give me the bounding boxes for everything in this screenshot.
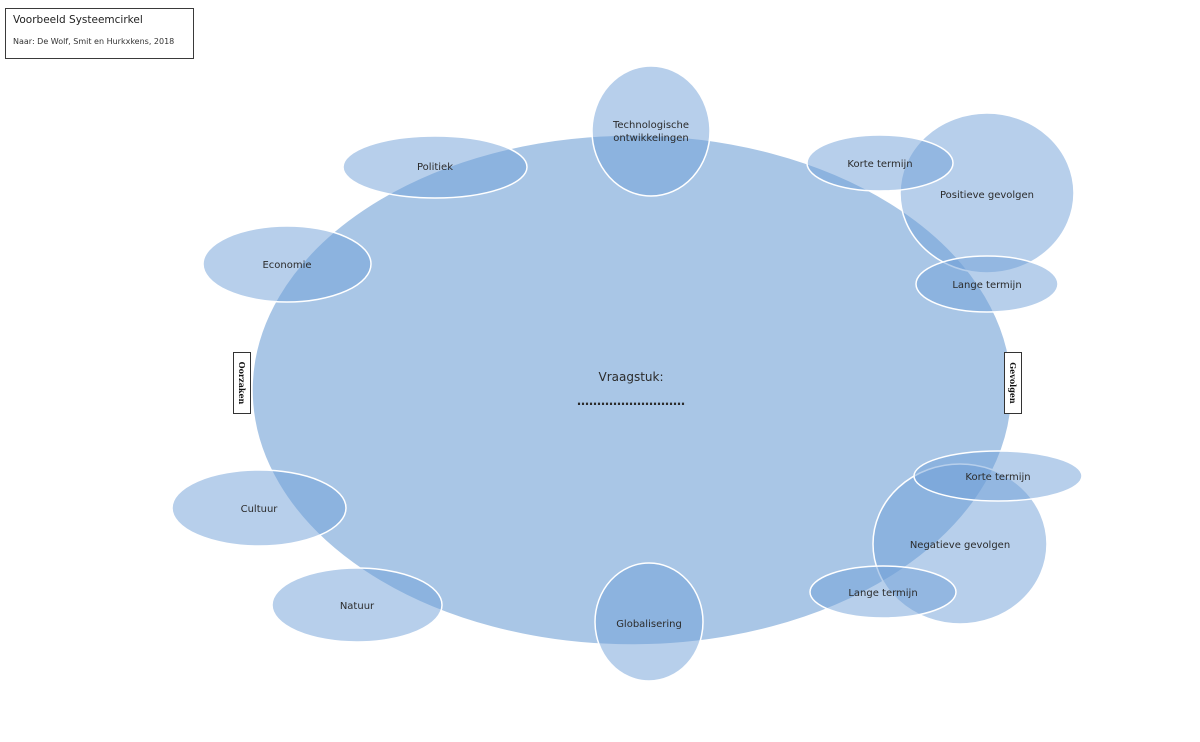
- natuur-ellipse: [271, 567, 443, 643]
- title-box: Voorbeeld Systeemcirkel Naar: De Wolf, S…: [5, 8, 194, 59]
- negatieve-gevolgen-label: Negatieve gevolgen: [910, 540, 1010, 551]
- negatief-lange-termijn-ellipse: [809, 565, 957, 619]
- positief-korte-termijn-ellipse: [806, 134, 954, 192]
- economie-label: Economie: [262, 260, 311, 271]
- positief-lange-termijn-label: Lange termijn: [952, 280, 1021, 291]
- gevolgen-side-label: Gevolgen: [1004, 352, 1022, 414]
- negatief-korte-termijn-label: Korte termijn: [965, 472, 1030, 483]
- globalisering-ellipse: [594, 562, 704, 682]
- technologie-label-line1: Technologische: [612, 120, 689, 131]
- negatief-korte-termijn-ellipse: [913, 450, 1083, 502]
- globalisering-label: Globalisering: [616, 619, 682, 630]
- politiek-label: Politiek: [417, 162, 453, 173]
- vraagstuk-label: Vraagstuk:: [598, 370, 663, 384]
- oorzaken-side-label: Oorzaken: [233, 352, 251, 414]
- oorzaken-text: Oorzaken: [237, 361, 247, 405]
- negatief-lange-termijn-label: Lange termijn: [848, 588, 917, 599]
- cultuur-ellipse: [171, 469, 347, 547]
- positieve-gevolgen-label: Positieve gevolgen: [940, 190, 1034, 201]
- vraagstuk-dots: ………………………: [577, 394, 685, 408]
- natuur-label: Natuur: [340, 601, 375, 612]
- technologie-ellipse: [591, 65, 711, 197]
- gevolgen-text: Gevolgen: [1008, 362, 1018, 404]
- technologie-label-line2: ontwikkelingen: [613, 133, 688, 144]
- cultuur-label: Cultuur: [241, 504, 279, 515]
- diagram-title: Voorbeeld Systeemcirkel: [13, 14, 143, 26]
- diagram-source: Naar: De Wolf, Smit en Hurkxkens, 2018: [13, 37, 175, 46]
- positief-korte-termijn-label: Korte termijn: [847, 159, 912, 170]
- economie-ellipse: [202, 225, 372, 303]
- positief-lange-termijn-ellipse: [915, 255, 1059, 313]
- politiek-ellipse: [342, 135, 528, 199]
